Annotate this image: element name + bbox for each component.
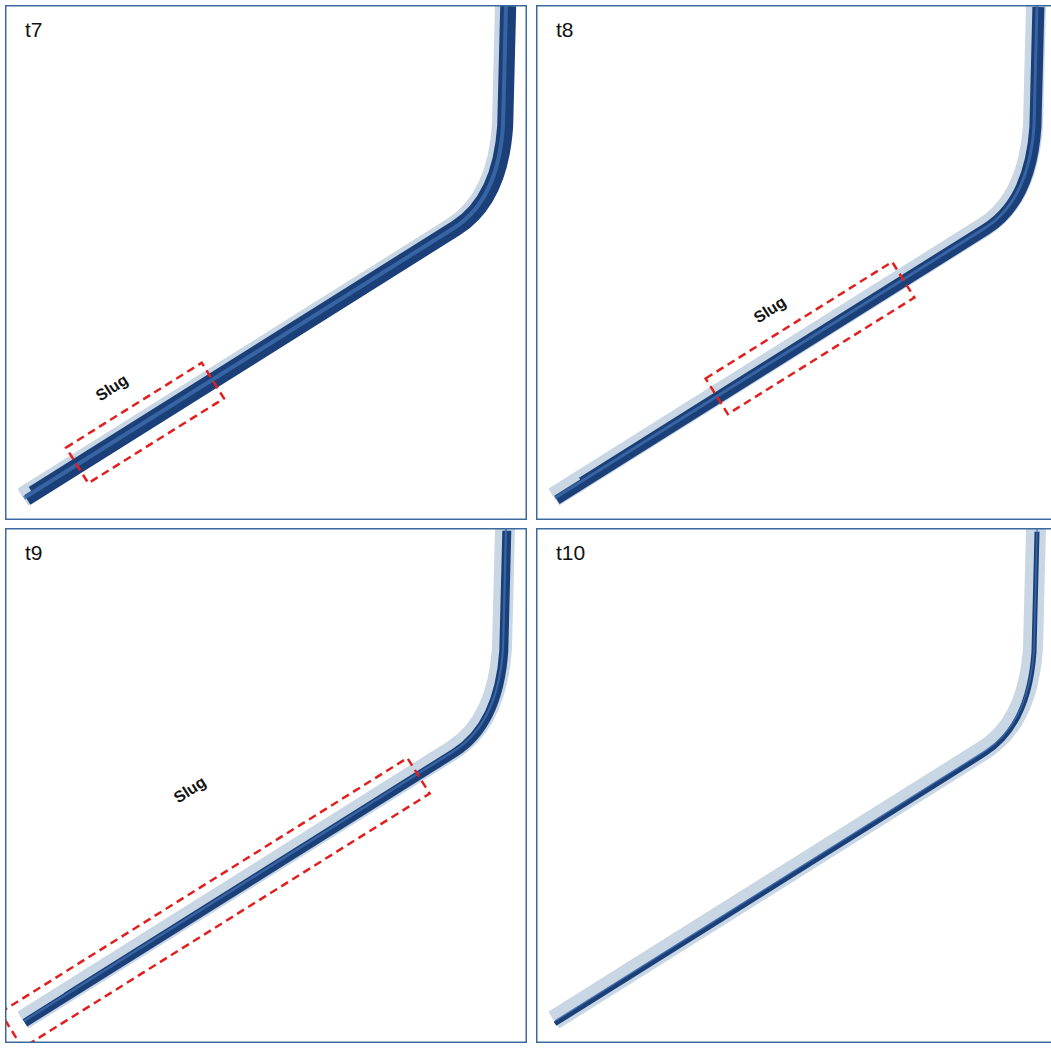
pipe-wall	[23, 528, 505, 1020]
liquid-layer	[556, 7, 1038, 499]
liquid-layer	[555, 532, 1037, 1024]
liquid-highlight	[24, 6, 506, 498]
time-label: t8	[556, 18, 574, 42]
liquid-layer	[26, 6, 508, 498]
liquid-layer	[25, 531, 507, 1023]
gas-region	[20, 990, 62, 1016]
panel-frame	[6, 529, 527, 1043]
gas-region	[551, 476, 578, 493]
slug-label: Slug	[751, 293, 790, 327]
time-label: t9	[25, 541, 43, 565]
snapshot-panel	[537, 5, 1051, 519]
time-label: t7	[25, 18, 43, 42]
slug-marker	[5, 758, 430, 1043]
slug-label: Slug	[93, 371, 132, 405]
liquid-highlight	[24, 529, 506, 1021]
snapshot-panel	[537, 528, 1051, 1042]
slug-marker	[66, 363, 224, 483]
gas-region	[551, 982, 605, 1016]
panel-frame	[537, 6, 1051, 520]
liquid-highlight	[555, 6, 1037, 498]
liquid-highlight	[555, 529, 1037, 1021]
panel-frame	[537, 529, 1051, 1043]
pipe-wall	[554, 5, 1036, 497]
slug-label: Slug	[171, 773, 210, 807]
panel-frame	[6, 6, 527, 520]
time-label: t10	[556, 541, 585, 565]
gas-region	[20, 487, 29, 493]
pipe-wall	[554, 528, 1036, 1020]
snapshot-panel	[6, 5, 527, 519]
snapshot-panel	[0, 528, 526, 1048]
slug-marker	[706, 262, 915, 414]
